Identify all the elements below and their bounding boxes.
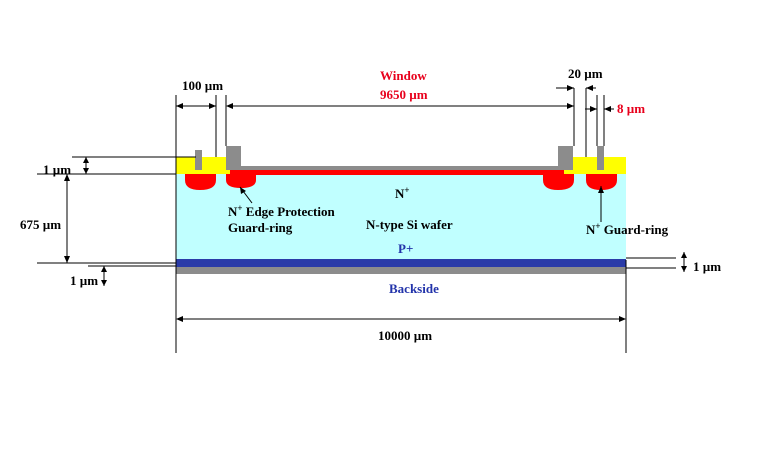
guard-ring-implant	[586, 174, 617, 190]
wafer-label: N-type Si wafer	[366, 217, 453, 232]
backside-label: Backside	[389, 281, 439, 296]
guard-ring-metal	[597, 146, 604, 170]
right-width-label: 8 µm	[617, 101, 645, 116]
backside-right-thickness-label: 1 µm	[693, 259, 721, 274]
window-left-implant	[226, 174, 256, 188]
p-plus-label: P+	[398, 241, 413, 256]
edge-protection-label-line2: Guard-ring	[228, 220, 293, 235]
edge-protection-implant	[185, 174, 216, 190]
top-right-width-label: 20 µm	[568, 66, 603, 81]
oxide-thickness-label: 1 µm	[43, 162, 71, 177]
guard-ring-label: N+ Guard-ring	[586, 221, 669, 237]
window-width-label: 9650 µm	[380, 87, 428, 102]
oxide-right	[564, 157, 626, 174]
window-right-implant	[543, 174, 574, 190]
wafer-thickness-label: 675 µm	[20, 217, 61, 232]
n-plus-label: N+	[395, 185, 410, 201]
backside-metal	[176, 267, 626, 274]
n-plus-window-layer	[230, 170, 564, 175]
backside-left-thickness-label: 1 µm	[70, 273, 98, 288]
window-metal-contact	[226, 146, 573, 170]
edge-protection-label: N+ Edge Protection	[228, 203, 335, 219]
left-width-label: 100 µm	[182, 78, 223, 93]
total-width-label: 10000 µm	[378, 328, 432, 343]
edge-ring-metal	[195, 150, 202, 170]
oxide-left	[176, 157, 230, 174]
window-label: Window	[380, 68, 427, 83]
arrowheads	[64, 85, 687, 322]
p-plus-layer	[176, 259, 626, 267]
